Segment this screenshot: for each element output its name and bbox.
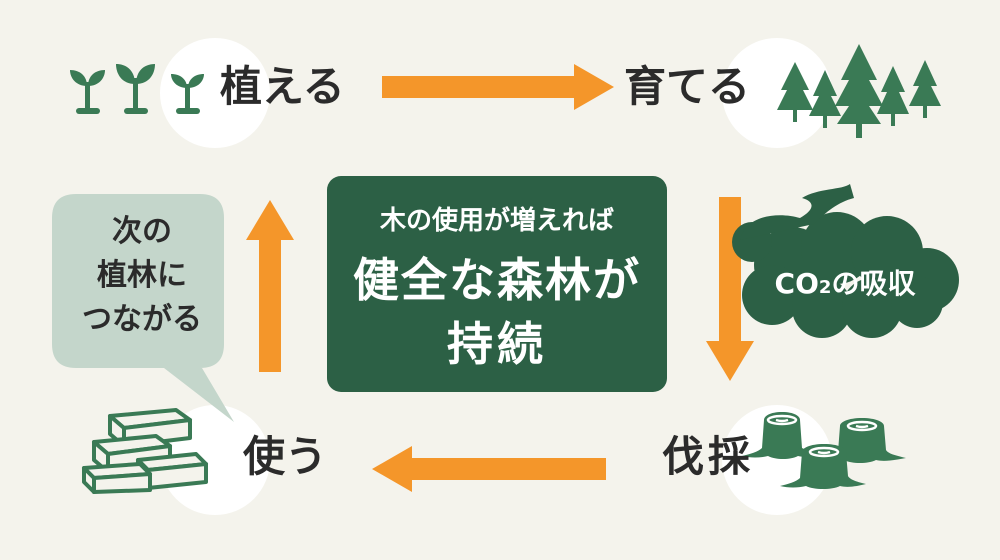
step-harvest-label: 伐採 bbox=[662, 432, 755, 481]
arrow-down bbox=[706, 197, 754, 381]
center-line-2: 健全な森林が bbox=[353, 253, 641, 307]
bubble-text: 次の 植林に つながる bbox=[58, 210, 226, 342]
lumber-icon bbox=[82, 408, 208, 494]
step-grow-label: 育てる bbox=[624, 62, 751, 111]
co2-cloud bbox=[732, 184, 959, 338]
plant-circle bbox=[160, 38, 270, 148]
bubble-line-3: つながる bbox=[82, 302, 202, 337]
arrow-right bbox=[382, 64, 614, 110]
bubble-line-2: 植林に bbox=[97, 258, 187, 293]
center-line-3: 持続 bbox=[447, 317, 547, 371]
grow-circle bbox=[722, 38, 832, 148]
step-use-label: 使う bbox=[243, 432, 328, 481]
co2-subscript: 2 bbox=[818, 277, 832, 298]
speech-bubble bbox=[52, 194, 234, 422]
center-line-1: 木の使用が増えれば bbox=[379, 206, 614, 236]
stumps-icon bbox=[742, 412, 906, 489]
co2-label: CO2の吸収 bbox=[742, 262, 948, 302]
trees-icon bbox=[777, 44, 941, 138]
step-plant-label: 植える bbox=[220, 62, 345, 111]
co2-suffix: の吸収 bbox=[831, 267, 916, 300]
arrow-left bbox=[372, 446, 606, 492]
arrow-up bbox=[246, 200, 294, 372]
seedlings-icon bbox=[70, 64, 204, 114]
co2-prefix: CO bbox=[774, 267, 819, 300]
bubble-line-1: 次の bbox=[112, 214, 172, 249]
center-message-box: 木の使用が増えれば 健全な森林が 持続 bbox=[327, 176, 667, 392]
